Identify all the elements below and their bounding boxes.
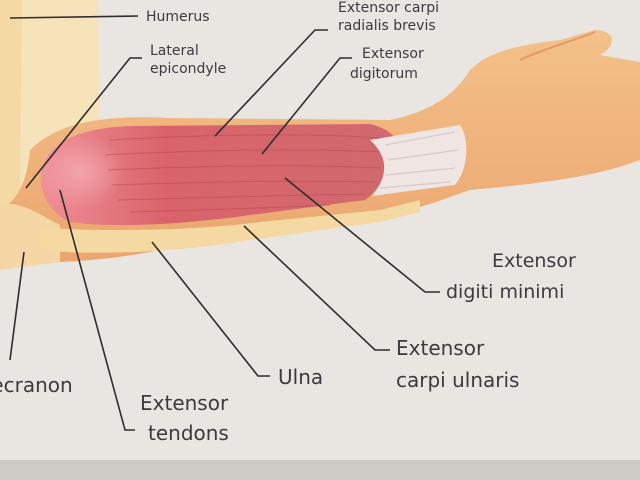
label-humerus: Humerus bbox=[146, 9, 210, 25]
label-olecranon: Olecranon bbox=[0, 373, 73, 397]
label-extensor-tendons-line1: Extensor bbox=[140, 391, 229, 415]
leader-humerus bbox=[9, 15, 139, 19]
epicondyle-highlight bbox=[35, 134, 125, 210]
label-extensor-carpi-ulnaris-line2: carpi ulnaris bbox=[396, 368, 519, 392]
page-edge bbox=[0, 460, 640, 480]
label-extensor-digitorum-line2: digitorum bbox=[350, 66, 418, 82]
leader-extensor-digitorum bbox=[261, 57, 352, 155]
humerus-shade bbox=[0, 0, 22, 205]
leader-olecranon bbox=[9, 251, 25, 361]
leader-ecrb bbox=[214, 29, 328, 137]
label-ecrb-line2: radialis brevis bbox=[338, 18, 436, 34]
thumb-edge bbox=[519, 31, 596, 61]
olecranon-region bbox=[0, 204, 60, 270]
muscle-fibers bbox=[104, 134, 386, 213]
leader-extensor-tendons bbox=[59, 189, 135, 431]
label-extensor-digiti-minimi-line2: digiti minimi bbox=[446, 281, 564, 303]
leader-extensor-carpi-ulnaris bbox=[243, 225, 390, 351]
label-ecrb-line1: Extensor carpi bbox=[338, 0, 439, 16]
tendon-strands bbox=[379, 131, 459, 189]
label-extensor-carpi-ulnaris-line1: Extensor bbox=[396, 336, 485, 360]
leader-extensor-digiti-minimi bbox=[284, 177, 440, 293]
ulna-bone bbox=[40, 200, 420, 253]
leader-ulna bbox=[151, 241, 270, 377]
leader-lateral-epicondyle bbox=[25, 57, 142, 189]
label-extensor-digiti-minimi-line1: Extensor bbox=[492, 250, 576, 272]
label-extensor-digitorum-line1: Extensor bbox=[362, 46, 424, 62]
leader-lines bbox=[9, 15, 440, 431]
label-ulna: Ulna bbox=[278, 365, 323, 389]
label-extensor-tendons-line2: tendons bbox=[148, 421, 229, 445]
label-lateral-epicondyle-line1: Lateral bbox=[150, 43, 199, 59]
label-lateral-epicondyle-line2: epicondyle bbox=[150, 61, 226, 77]
